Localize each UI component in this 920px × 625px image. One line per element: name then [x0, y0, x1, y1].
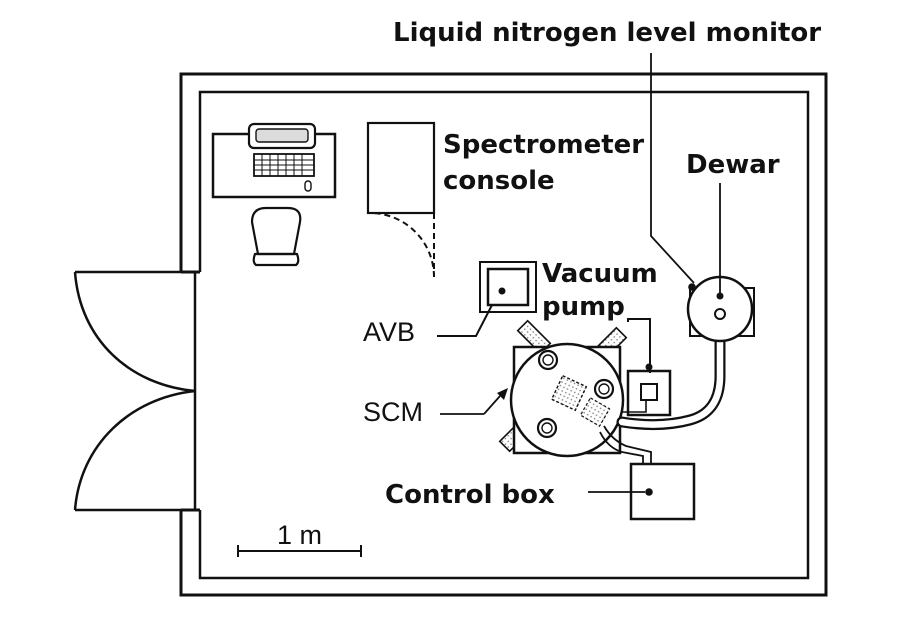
vacuum-pump-label-line2: pump	[542, 292, 625, 322]
vacuum-pump-label-line1: Vacuum	[542, 259, 658, 289]
ln2-monitor-lead	[650, 53, 696, 291]
ln2-monitor-label: Liquid nitrogen level monitor	[393, 18, 822, 48]
door-leaf-lower	[73, 389, 196, 511]
door-leaf-upper	[73, 271, 196, 393]
mouse	[304, 180, 312, 192]
avb-label: AVB	[363, 317, 416, 347]
avb-unit	[437, 261, 537, 337]
dewar-unit	[686, 183, 755, 343]
vacuum-pump-unit	[616, 318, 672, 417]
dewar-label: Dewar	[686, 150, 780, 180]
spectrometer-label-line2: console	[443, 166, 555, 196]
scm-leader	[440, 388, 508, 415]
spectrometer-label-line1: Spectrometer	[443, 130, 645, 160]
control-box-label: Control box	[385, 480, 555, 510]
workstation-desk	[211, 122, 337, 199]
spectrometer-console	[366, 121, 436, 278]
scm-magnet	[498, 319, 628, 458]
scale-bar	[237, 545, 362, 557]
scm-label: SCM	[363, 397, 423, 427]
scm-cables	[599, 425, 652, 464]
chair	[250, 206, 302, 267]
scale-bar-label: 1 m	[277, 520, 323, 550]
transfer-line	[616, 308, 726, 431]
control-box-unit	[588, 462, 696, 521]
double-door	[73, 270, 206, 512]
